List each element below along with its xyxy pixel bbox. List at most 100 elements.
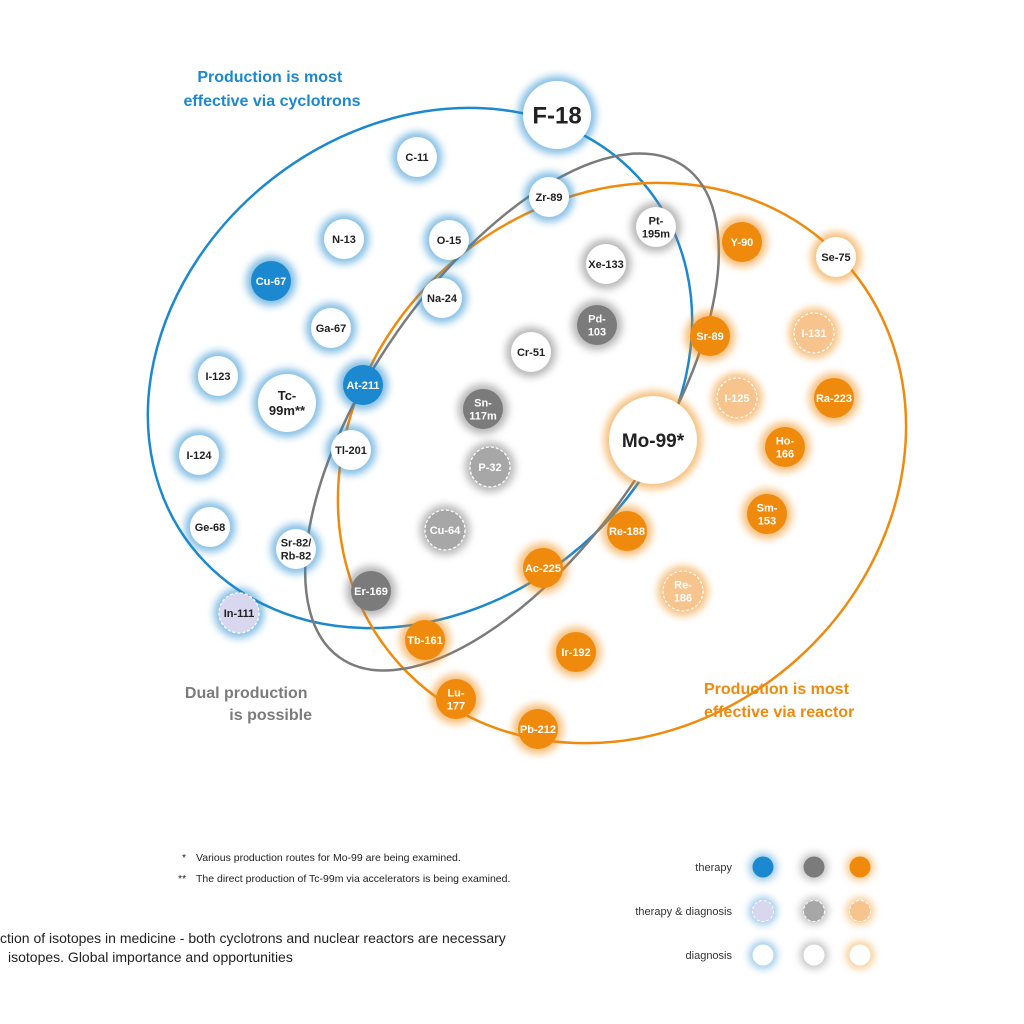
isotope-label: Ir-192 [561, 647, 590, 659]
isotope-label: I-124 [186, 450, 212, 462]
isotope-label: Cu-64 [430, 525, 461, 537]
isotope-circle [424, 509, 466, 551]
isotope-circle [429, 220, 469, 260]
isotope-circle [529, 177, 569, 217]
isotope-circle [331, 430, 371, 470]
isotope-label: Re-188 [609, 526, 645, 538]
legend-label-therapy-diagnosis: therapy & diagnosis [635, 906, 732, 918]
isotope-circle [311, 308, 351, 348]
isotope-ga-67: Ga-67 [306, 303, 356, 353]
isotope-circle [198, 356, 238, 396]
isotope-circle [218, 592, 260, 634]
isotope-mo-99: Mo-99* [604, 391, 702, 489]
cyclotron-region-outline [146, 106, 694, 630]
isotope-label: Ho-166 [776, 436, 795, 461]
legend-swatch-reactor-diagnosis [846, 941, 874, 969]
isotope-circle [258, 374, 316, 432]
isotope-label: P-32 [478, 462, 501, 474]
isotope-cr-51: Cr-51 [506, 327, 556, 377]
isotope-circle [577, 305, 617, 345]
isotope-label: Re-186 [674, 580, 692, 605]
isotope-label: Lu-177 [447, 688, 465, 713]
isotope-sn-117m: Sn-117m [458, 384, 508, 434]
isotope-circle [586, 244, 626, 284]
isotope-circle [523, 81, 591, 149]
footnote-tc99m: ** The direct production of Tc-99m via a… [178, 873, 510, 885]
isotope-label: Zr-89 [536, 192, 563, 204]
isotope-label: Ga-67 [316, 323, 347, 335]
figure-caption: ction of isotopes in medicine - both cyc… [0, 930, 510, 965]
isotope-circle [511, 332, 551, 372]
isotope-label: Pd-103 [588, 314, 606, 339]
legend-swatch-dual-therapy [800, 853, 828, 881]
isotope-se-75: Se-75 [811, 232, 861, 282]
isotope-label: Sm-153 [757, 503, 778, 528]
isotope-ir-192: Ir-192 [551, 627, 601, 677]
isotope-label: Sr-89 [696, 331, 724, 343]
isotope-sm-153: Sm-153 [742, 489, 792, 539]
isotope-label: Ge-68 [195, 522, 226, 534]
legend-label-therapy: therapy [695, 862, 732, 874]
isotope-label: In-111 [224, 608, 255, 620]
isotope-label: O-15 [437, 235, 461, 247]
isotope-circle [793, 312, 835, 354]
isotope-pb-212: Pb-212 [513, 704, 563, 754]
isotope-circle [324, 219, 364, 259]
isotope-circle [469, 446, 511, 488]
isotope-label: Er-169 [354, 586, 388, 598]
isotope-at-211: At-211 [338, 360, 388, 410]
isotope-label: Y-90 [731, 237, 754, 249]
isotope-label: N-13 [332, 234, 356, 246]
isotope-cu-64: Cu-64 [420, 505, 470, 555]
isotope-o-15: O-15 [424, 215, 474, 265]
isotope-label: C-11 [405, 152, 428, 164]
isotope-label: Ra-223 [816, 393, 852, 405]
isotope-f-18: F-18 [518, 76, 596, 154]
isotope-label: I-125 [724, 393, 749, 405]
legend-label-diagnosis: diagnosis [686, 950, 733, 962]
dual-region-outline [303, 152, 721, 672]
isotope-circle [556, 632, 596, 672]
isotope-label: Cr-51 [517, 347, 545, 359]
isotope-circle [190, 507, 230, 547]
isotope-re-188: Re-188 [602, 506, 652, 556]
isotope-label: Tl-201 [335, 445, 367, 457]
legend-swatch-dual-therapy-diagnosis [800, 897, 828, 925]
isotope-circle [351, 571, 391, 611]
isotope-circle [436, 679, 476, 719]
isotope-ho-166: Ho-166 [760, 422, 810, 472]
isotope-pt-195m: Pt-195m [631, 202, 681, 252]
isotope-lu-177: Lu-177 [431, 674, 481, 724]
isotope-ac-225: Ac-225 [518, 543, 568, 593]
isotope-na-24: Na-24 [417, 273, 467, 323]
isotope-circle [607, 511, 647, 551]
isotope-i-131: I-131 [789, 308, 839, 358]
legend-swatch-dual-diagnosis [800, 941, 828, 969]
isotope-circle [343, 365, 383, 405]
legend-swatch-reactor-therapy [846, 853, 874, 881]
isotope-c-11: C-11 [392, 132, 442, 182]
isotope-tl-201: Tl-201 [326, 425, 376, 475]
isotope-label: Cu-67 [256, 276, 287, 288]
isotope-tb-161: Tb-161 [400, 615, 450, 665]
isotope-xe-133: Xe-133 [581, 239, 631, 289]
isotope-circle [463, 389, 503, 429]
isotope-circle [518, 709, 558, 749]
isotope-p-32: P-32 [465, 442, 515, 492]
isotope-circle [662, 570, 704, 612]
isotope-i-123: I-123 [193, 351, 243, 401]
isotope-circle [179, 435, 219, 475]
isotope-label: Tc-99m** [269, 388, 306, 418]
isotope-circle [636, 207, 676, 247]
isotope-label: At-211 [346, 380, 379, 392]
isotope-label: Pb-212 [520, 724, 556, 736]
isotope-label: Na-24 [427, 293, 458, 305]
isotope-tc-99m: Tc-99m** [253, 369, 321, 437]
isotope-ra-223: Ra-223 [809, 373, 859, 423]
isotope-label: Sn-117m [469, 398, 497, 423]
isotope-sr-82-rb-82: Sr-82/Rb-82 [271, 524, 321, 574]
isotope-circle [251, 261, 291, 301]
isotope-circle [747, 494, 787, 534]
